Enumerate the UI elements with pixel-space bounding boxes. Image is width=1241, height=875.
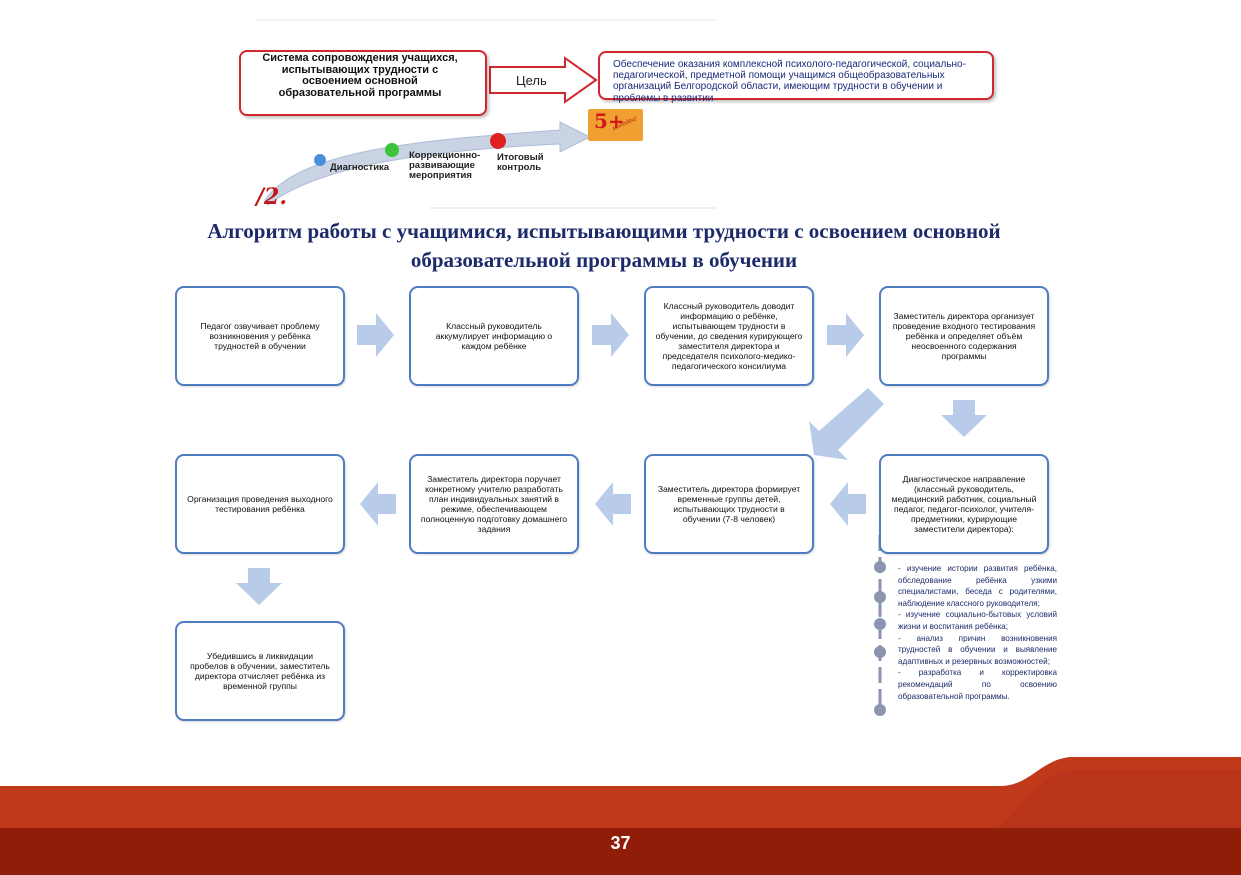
flow-step-9-text: Убедившись в ликвидации пробелов в обуче… (190, 651, 330, 691)
arrow-down-1 (941, 400, 987, 437)
flow-step-9: Убедившись в ликвидации пробелов в обуче… (175, 621, 345, 721)
flow-step-4: Заместитель директора организует проведе… (879, 286, 1049, 386)
arrow-diagonal (809, 388, 884, 460)
stage-label-diagnostics: Диагностика (330, 162, 390, 173)
diag-dot-4 (874, 646, 886, 658)
flow-step-4-text: Заместитель директора организует проведе… (892, 311, 1036, 361)
stage-label-final-control: Итоговый контроль (497, 152, 544, 173)
arrow-right-3 (827, 313, 864, 357)
stage-label-correction: Коррекционно-развивающие мероприятия (409, 150, 481, 181)
arrow-left-1 (830, 482, 866, 526)
diagnostic-list: - изучение истории развития ребёнка, обс… (898, 563, 1057, 702)
flow-step-2-text: Классный руководитель аккумулирует инфор… (435, 321, 553, 351)
flow-step-3-text: Классный руководитель доводит информацию… (655, 301, 803, 371)
flow-step-7: Заместитель директора поручает конкретно… (409, 454, 579, 554)
stage-dot-red (490, 133, 506, 149)
footer-band (0, 757, 1241, 875)
arrow-left-3 (360, 482, 396, 526)
flow-step-5: Диагностическое направление (классный ру… (879, 454, 1049, 554)
page-title: Алгоритм работы с учащимися, испытывающи… (207, 219, 1001, 272)
diagnostic-item: - анализ причин возникновения трудностей… (898, 633, 1057, 666)
diagnostic-item: - изучение истории развития ребёнка, обс… (898, 564, 1057, 608)
flow-step-8-text: Организация проведения выходного тестиро… (187, 494, 333, 514)
diag-dot-1 (874, 561, 886, 573)
system-box: Система сопровождения учащихся, испытыва… (239, 50, 487, 116)
flow-step-1: Педагог озвучивает проблему возникновени… (175, 286, 345, 386)
flow-step-1-text: Педагог озвучивает проблему возникновени… (200, 321, 320, 351)
goal-box: Обеспечение оказания комплексной психоло… (598, 51, 994, 104)
flow-step-3: Классный руководитель доводит информацию… (644, 286, 814, 386)
flow-step-8: Организация проведения выходного тестиро… (175, 454, 345, 554)
progress-path (264, 121, 592, 206)
goal-box-text: Обеспечение оказания комплексной психоло… (613, 59, 966, 104)
stage-dot-blue (314, 154, 326, 166)
flow-step-6: Заместитель директора формирует временны… (644, 454, 814, 554)
arrow-right-2 (592, 313, 629, 357)
stage-dot-green (385, 143, 399, 157)
diagnostic-item: - изучение социально-бытовых условий жиз… (898, 610, 1057, 631)
arrow-right-1 (357, 313, 394, 357)
diag-dot-5 (874, 704, 886, 716)
goal-arrow-shape (489, 56, 598, 104)
diag-dot-2 (874, 591, 886, 603)
grade-number: 5+ (594, 109, 625, 133)
arrow-down-2 (236, 568, 282, 605)
arrow-left-2 (595, 482, 631, 526)
diagnostic-item: - разработка и корректировка рекомендаци… (898, 668, 1057, 701)
grade-badge (588, 109, 643, 141)
flow-step-6-text: Заместитель директора формирует временны… (657, 484, 801, 524)
system-box-text: Система сопровождения учащихся, испытыва… (262, 52, 458, 99)
goal-label: Цель (516, 73, 547, 88)
diag-dot-3 (874, 618, 886, 630)
flow-step-2: Классный руководитель аккумулирует инфор… (409, 286, 579, 386)
flow-step-7-text: Заместитель директора поручает конкретно… (420, 474, 568, 534)
page-number: 37 (610, 833, 631, 853)
flow-step-5-text: Диагностическое направление (классный ру… (891, 474, 1037, 534)
step-mark: /2. (256, 184, 288, 210)
